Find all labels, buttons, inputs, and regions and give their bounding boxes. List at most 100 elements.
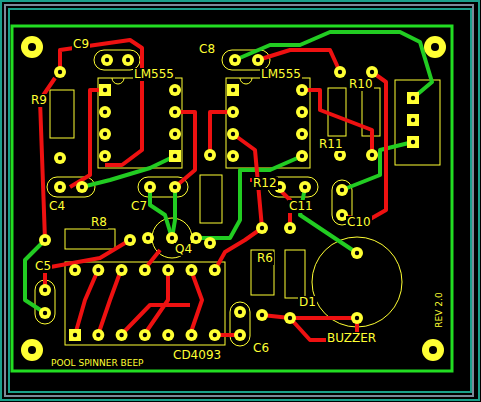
solder-pad (124, 234, 136, 246)
solder-pad (39, 307, 51, 319)
pcb-circle (260, 313, 264, 317)
pcb-circle (231, 110, 235, 114)
pcb-circle (169, 181, 181, 193)
pcb-path (175, 112, 195, 187)
pcb-circle (227, 150, 239, 162)
solder-pad (204, 149, 216, 161)
pcb-circle (213, 268, 217, 272)
mounting-holes (21, 36, 446, 361)
solder-pad (284, 312, 296, 324)
silkscreen-label: R12 (252, 177, 278, 190)
pcb-circle (96, 268, 100, 272)
solder-pad (296, 128, 308, 140)
pcb-circle (296, 150, 308, 162)
component-pads (39, 54, 419, 341)
pcb-circle (103, 110, 107, 114)
pcb-circle (355, 316, 359, 320)
pcb-rect (227, 84, 239, 96)
pcb-circle (431, 43, 439, 51)
pcb-circle (116, 329, 128, 341)
solder-pad (186, 329, 198, 341)
pcb-rect (5, 5, 473, 396)
pcb-circle (99, 150, 111, 162)
pcb-circle (260, 226, 264, 230)
solder-pad (209, 264, 221, 276)
silkscreen-label: C7 (130, 200, 148, 213)
solder-pad (296, 150, 308, 162)
pcb-circle (338, 153, 342, 157)
pcb-circle (300, 154, 304, 158)
pcb-rect (169, 150, 181, 162)
pcb-circle (173, 132, 177, 136)
solder-pad (366, 149, 378, 161)
solder-pad (407, 114, 419, 126)
pcb-rect (200, 175, 222, 223)
solder-pad (39, 234, 51, 246)
pcb-rect (35, 280, 55, 324)
solder-pad (39, 284, 51, 296)
pcb-circle (39, 234, 51, 246)
pcb-path (342, 72, 386, 222)
pcb-path (25, 240, 45, 313)
pcb-circle (58, 156, 62, 160)
silkscreen-label: R10 (348, 78, 374, 91)
pcb-circle (340, 213, 344, 217)
solder-pad (351, 312, 363, 324)
pcb-circle (204, 237, 216, 249)
pcb-circle (422, 339, 444, 361)
pcb-circle (99, 128, 111, 140)
pcb-circle (124, 234, 136, 246)
pcb-circle (43, 288, 47, 292)
pcb-circle (54, 181, 66, 193)
pcb-path (190, 270, 202, 335)
pcb-circle (256, 58, 260, 62)
pcb-circle (370, 153, 374, 157)
solder-pad (169, 150, 181, 162)
solder-pad (336, 184, 348, 196)
silkscreen-label: C8 (198, 43, 216, 56)
silkscreen-label: R9 (30, 94, 48, 107)
pcb-circle (173, 110, 177, 114)
solder-pad (234, 329, 246, 341)
pcb-circle (101, 54, 113, 66)
pcb-circle (370, 70, 374, 74)
pcb-circle (119, 268, 123, 272)
pcb-path (150, 187, 172, 238)
pcb-circle (103, 88, 107, 92)
solder-pad (92, 264, 104, 276)
pcb-circle (231, 154, 235, 158)
pcb-circle (92, 264, 104, 276)
solder-pad (69, 264, 81, 276)
pcb-circle (340, 188, 344, 192)
silkscreen-label: R6 (256, 252, 274, 265)
pcb-circle (99, 106, 111, 118)
pcb-circle (312, 237, 402, 327)
pcb-path (290, 316, 357, 320)
pcb-circle (231, 88, 235, 92)
pcb-circle (69, 264, 81, 276)
pcb-circle (256, 222, 268, 234)
pcb-circle (296, 106, 308, 118)
pcb-rect (226, 78, 310, 168)
silkscreen-label: BUZZER (326, 332, 377, 345)
pcb-circle (299, 181, 311, 193)
silkscreen-label: C5 (34, 260, 52, 273)
pcb-circle (208, 241, 212, 245)
solder-pad (169, 106, 181, 118)
solder-pad (69, 329, 81, 341)
pcb-circle (166, 268, 170, 272)
silkscreen-label: C4 (48, 200, 66, 213)
solder-pad (116, 264, 128, 276)
pcb-circle (96, 333, 100, 337)
pcb-circle (208, 153, 212, 157)
pcb-circle (169, 106, 181, 118)
pcb-circle (43, 311, 47, 315)
pcb-circle (139, 329, 151, 341)
pcb-circle (336, 184, 348, 196)
solder-pad (54, 181, 66, 193)
solder-pad (54, 66, 66, 78)
pcb-circle (173, 185, 177, 189)
pcb-path (235, 32, 432, 98)
solder-pad (139, 329, 151, 341)
pcb-circle (366, 149, 378, 161)
